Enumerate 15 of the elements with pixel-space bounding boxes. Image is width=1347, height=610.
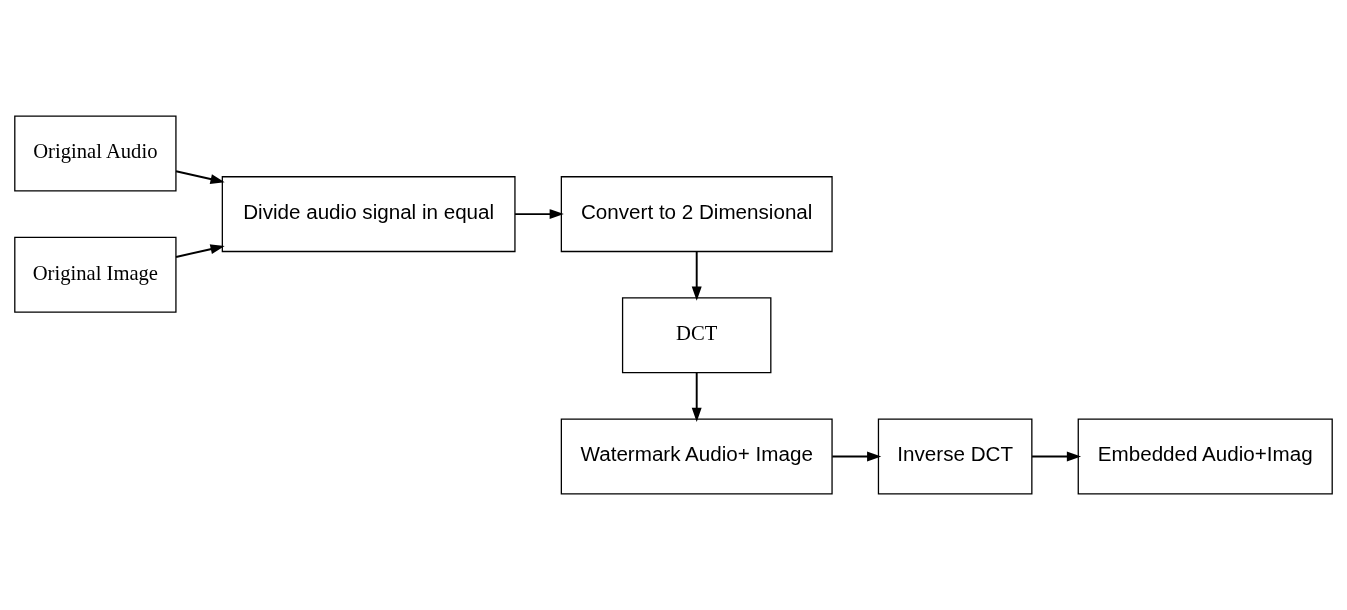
arrow	[831, 451, 882, 462]
node-box: Convert to 2 Dimensional	[560, 176, 833, 253]
arrow	[175, 170, 225, 184]
arrow	[691, 371, 702, 422]
node-box: Embedded Audio+Imag	[1077, 418, 1333, 495]
arrow	[1031, 451, 1082, 462]
node-box: Watermark Audio+ Image	[560, 418, 833, 495]
node-box: Divide audio signal in equal	[221, 176, 516, 253]
node-box: Inverse DCT	[877, 418, 1033, 495]
arrow	[691, 250, 702, 301]
arrow	[514, 209, 564, 220]
arrow	[175, 244, 225, 258]
node-box: Original Image	[14, 236, 177, 313]
node-box: DCT	[621, 297, 772, 374]
node-box: Original Audio	[14, 115, 177, 192]
